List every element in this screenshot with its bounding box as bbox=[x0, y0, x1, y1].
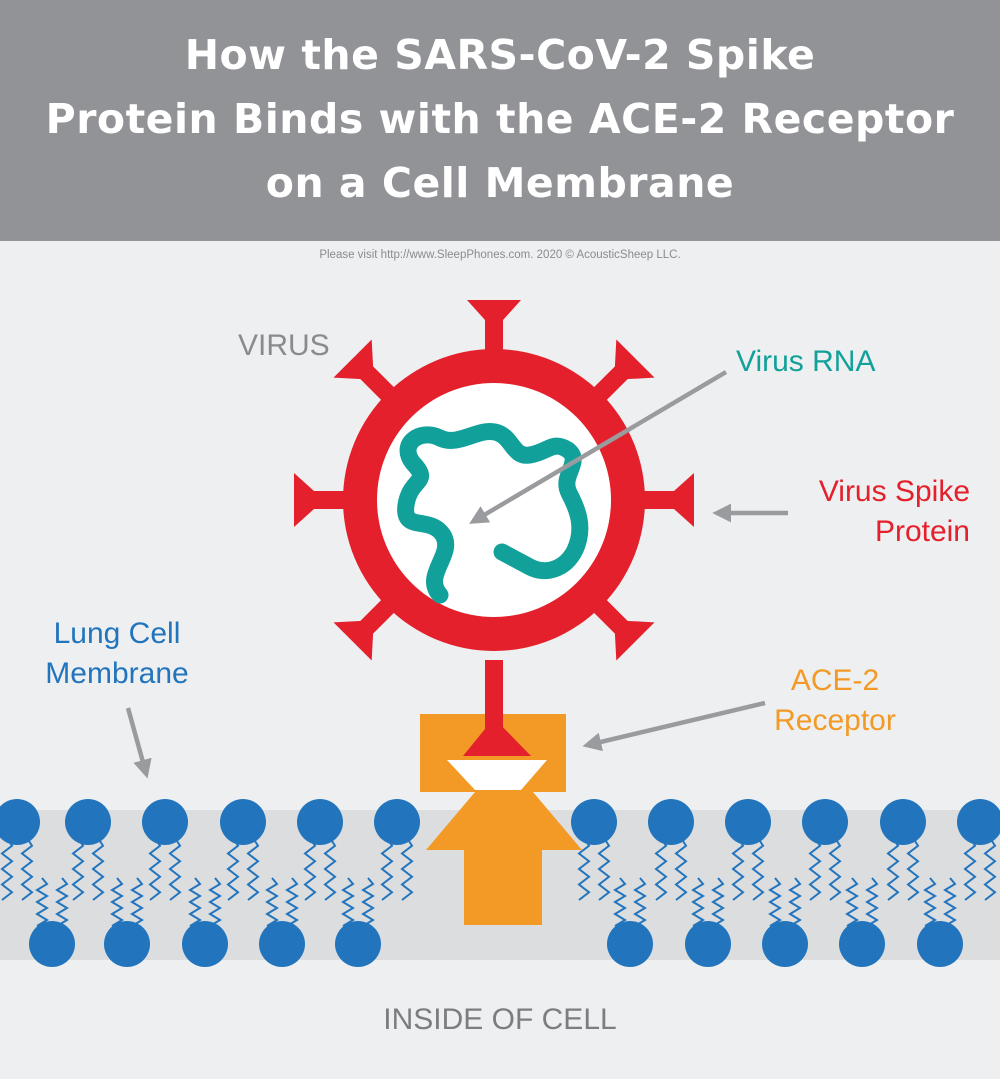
lipid-tail bbox=[35, 877, 49, 927]
inside-cell-label: INSIDE OF CELL bbox=[383, 1003, 617, 1036]
lipid-head bbox=[220, 799, 266, 845]
lipid-tail bbox=[91, 837, 105, 901]
lipid-tail bbox=[71, 837, 85, 901]
lipid-tail bbox=[906, 837, 920, 901]
lipid-head bbox=[142, 799, 188, 845]
credit-line: Please visit http://www.SleepPhones.com.… bbox=[319, 249, 681, 261]
lipid-tail bbox=[983, 837, 997, 901]
membrane-pointer-arrow bbox=[125, 707, 152, 779]
attached-spike-stalk bbox=[485, 660, 503, 730]
lipid-tail bbox=[597, 837, 611, 901]
lipid-head bbox=[917, 921, 963, 967]
virus-rna-strand bbox=[397, 422, 589, 604]
spike-protein-label: Virus Spike Protein bbox=[818, 475, 970, 548]
page-title: How the SARS-CoV-2 Spike Protein Binds w… bbox=[45, 30, 955, 207]
lipid-head bbox=[104, 921, 150, 967]
receptor-binding-notch bbox=[447, 760, 547, 790]
lipid-head bbox=[571, 799, 617, 845]
lipid-head bbox=[297, 799, 343, 845]
lipid-tail bbox=[768, 877, 782, 927]
lipid-tail bbox=[323, 837, 337, 901]
lipid-tail bbox=[711, 877, 725, 927]
lipid-head bbox=[802, 799, 848, 845]
lipid-head bbox=[880, 799, 926, 845]
lipid-tail bbox=[265, 877, 279, 927]
virus-label: VIRUS bbox=[238, 329, 330, 362]
lipid-head bbox=[957, 799, 1000, 845]
lipid-tail bbox=[303, 837, 317, 901]
lipid-head bbox=[182, 921, 228, 967]
lipid-tail bbox=[188, 877, 202, 927]
lipid-tail bbox=[923, 877, 937, 927]
lipid-tail bbox=[943, 877, 957, 927]
lipid-tail bbox=[110, 877, 124, 927]
lipid-tail bbox=[130, 877, 144, 927]
lipid-tail bbox=[208, 877, 222, 927]
title-banner: How the SARS-CoV-2 Spike Protein Binds w… bbox=[0, 0, 1000, 241]
lipid-tail bbox=[341, 877, 355, 927]
ace2-receptor bbox=[420, 714, 582, 925]
lipid-head bbox=[762, 921, 808, 967]
lipid-tail bbox=[751, 837, 765, 901]
lipid-head bbox=[374, 799, 420, 845]
binding-diagram bbox=[0, 300, 1000, 967]
lipid-head bbox=[648, 799, 694, 845]
lipid-head bbox=[0, 799, 40, 845]
lipid-tail bbox=[845, 877, 859, 927]
lipid-tail bbox=[55, 877, 69, 927]
lipid-tail bbox=[828, 837, 842, 901]
lipid-head bbox=[839, 921, 885, 967]
lipid-tail bbox=[654, 837, 668, 901]
lipid-tail bbox=[0, 837, 14, 901]
lipid-head bbox=[725, 799, 771, 845]
lipid-tail bbox=[865, 877, 879, 927]
lipid-tail bbox=[246, 837, 260, 901]
ace2-receptor-label: ACE-2 Receptor bbox=[774, 664, 896, 737]
rna-pointer-arrow bbox=[469, 370, 728, 524]
lipid-tail bbox=[20, 837, 34, 901]
lipid-tail bbox=[400, 837, 414, 901]
attached-spike-head bbox=[463, 718, 531, 756]
lung-membrane-label: Lung Cell Membrane bbox=[45, 617, 189, 690]
lipid-head bbox=[65, 799, 111, 845]
lipid-tail bbox=[168, 837, 182, 901]
lipid-tail bbox=[808, 837, 822, 901]
lipid-tail bbox=[633, 877, 647, 927]
lipid-tail bbox=[963, 837, 977, 901]
virus-particle bbox=[294, 300, 694, 756]
lipid-tail bbox=[361, 877, 375, 927]
lipid-tail bbox=[731, 837, 745, 901]
receptor-pointer-arrow bbox=[582, 700, 766, 752]
lipid-head bbox=[607, 921, 653, 967]
lipid-tail bbox=[226, 837, 240, 901]
lipid-tail bbox=[674, 837, 688, 901]
lipid-head bbox=[335, 921, 381, 967]
lipid-tail bbox=[577, 837, 591, 901]
lipid-tail bbox=[691, 877, 705, 927]
lipid-head bbox=[259, 921, 305, 967]
lipid-tail bbox=[788, 877, 802, 927]
lipid-tail bbox=[285, 877, 299, 927]
lipid-tail bbox=[886, 837, 900, 901]
lipid-tail bbox=[148, 837, 162, 901]
lipid-tail bbox=[380, 837, 394, 901]
lipid-tail bbox=[613, 877, 627, 927]
lipid-bilayer bbox=[0, 799, 1000, 967]
lipid-head bbox=[685, 921, 731, 967]
lipid-head bbox=[29, 921, 75, 967]
virus-rna-label: Virus RNA bbox=[736, 345, 876, 378]
